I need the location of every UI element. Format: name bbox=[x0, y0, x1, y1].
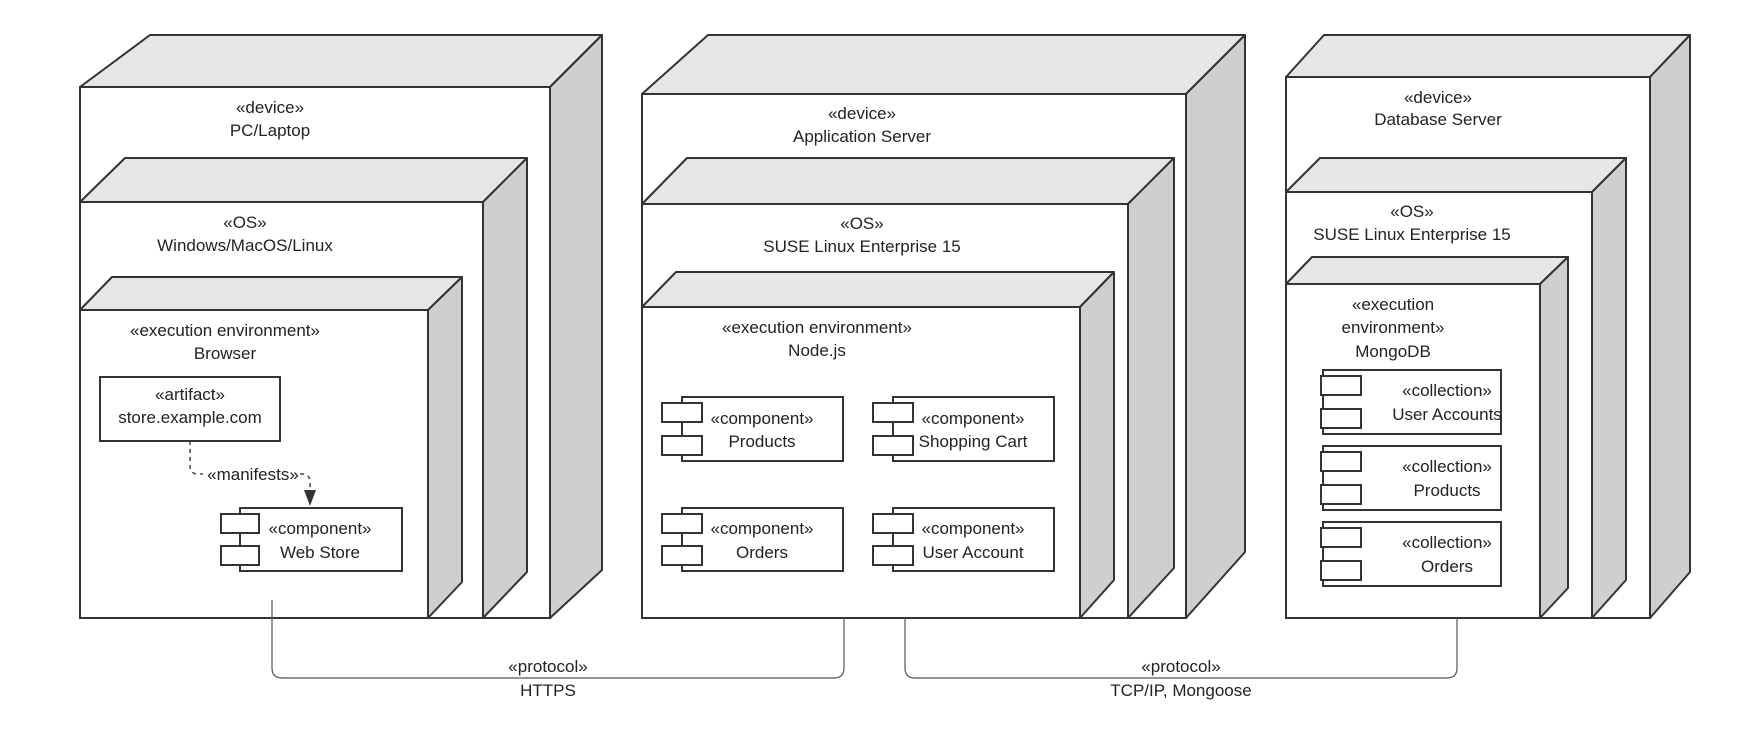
os-name: SUSE Linux Enterprise 15 bbox=[1313, 225, 1511, 244]
os-name: SUSE Linux Enterprise 15 bbox=[763, 237, 961, 256]
collection-products[interactable]: «collection» Products bbox=[1320, 445, 1502, 511]
component-stereotype: «component» bbox=[710, 519, 813, 538]
component-stereotype: «component» bbox=[710, 409, 813, 428]
env-stereotype: «execution environment» bbox=[722, 318, 912, 337]
component-icon bbox=[872, 513, 914, 534]
env-name: Node.js bbox=[788, 341, 846, 360]
env-stereotype-line2: environment» bbox=[1341, 318, 1444, 337]
arrowhead-icon bbox=[304, 490, 316, 506]
component-name: Shopping Cart bbox=[919, 432, 1028, 451]
component-icon bbox=[872, 402, 914, 423]
collection-icon bbox=[1320, 451, 1362, 472]
artifact-name: store.example.com bbox=[118, 408, 262, 427]
component-stereotype: «component» bbox=[921, 409, 1024, 428]
component-icon bbox=[661, 513, 703, 534]
env-name: MongoDB bbox=[1355, 342, 1431, 361]
device-name: Application Server bbox=[793, 127, 931, 146]
connection-tcpip-mongoose[interactable]: «protocol» TCP/IP, Mongoose bbox=[904, 618, 1458, 700]
component-stereotype: «component» bbox=[921, 519, 1024, 538]
collection-icon bbox=[1320, 408, 1362, 429]
component-name: User Account bbox=[922, 543, 1023, 562]
component-orders[interactable]: «component» Orders bbox=[661, 507, 844, 572]
device-name: PC/Laptop bbox=[230, 121, 310, 140]
artifact-stereotype: «artifact» bbox=[155, 385, 225, 404]
connection-name: HTTPS bbox=[520, 681, 576, 700]
collection-orders[interactable]: «collection» Orders bbox=[1320, 521, 1502, 587]
collection-name: Orders bbox=[1421, 557, 1473, 576]
collection-icon bbox=[1320, 375, 1362, 396]
node-application-server[interactable]: «device» Application Server «OS» SUSE Li… bbox=[641, 34, 1246, 619]
env-stereotype-line1: «execution bbox=[1352, 295, 1434, 314]
component-name: Products bbox=[728, 432, 795, 451]
component-icon bbox=[661, 402, 703, 423]
component-icon bbox=[661, 435, 703, 456]
device-stereotype: «device» bbox=[236, 98, 304, 117]
device-stereotype: «device» bbox=[1404, 88, 1472, 107]
component-name: Orders bbox=[736, 543, 788, 562]
component-web-store[interactable]: «component» Web Store bbox=[220, 507, 403, 572]
collection-icon bbox=[1320, 560, 1362, 581]
os-stereotype: «OS» bbox=[1390, 202, 1433, 221]
connection-stereotype: «protocol» bbox=[508, 657, 587, 676]
node-pc-laptop[interactable]: «device» PC/Laptop «OS» Windows/MacOS/Li… bbox=[79, 34, 603, 619]
device-stereotype: «device» bbox=[828, 104, 896, 123]
component-products[interactable]: «component» Products bbox=[661, 396, 844, 462]
collection-icon bbox=[1320, 527, 1362, 548]
os-stereotype: «OS» bbox=[223, 213, 266, 232]
component-name: Web Store bbox=[280, 543, 360, 562]
collection-user-accounts[interactable]: «collection» User Accounts bbox=[1320, 369, 1502, 435]
component-icon bbox=[220, 545, 260, 566]
component-icon bbox=[220, 513, 260, 534]
collection-icon bbox=[1320, 484, 1362, 505]
collection-name: Products bbox=[1413, 481, 1480, 500]
connection-https[interactable]: «protocol» HTTPS bbox=[271, 600, 845, 700]
component-icon bbox=[872, 545, 914, 566]
os-name: Windows/MacOS/Linux bbox=[157, 236, 333, 255]
device-name: Database Server bbox=[1374, 110, 1502, 129]
component-icon bbox=[661, 545, 703, 566]
component-shopping-cart[interactable]: «component» Shopping Cart bbox=[872, 396, 1055, 462]
manifests-label: «manifests» bbox=[207, 465, 299, 484]
collection-stereotype: «collection» bbox=[1402, 381, 1492, 400]
component-stereotype: «component» bbox=[268, 519, 371, 538]
collection-name: User Accounts bbox=[1392, 405, 1502, 424]
collection-stereotype: «collection» bbox=[1402, 457, 1492, 476]
component-icon bbox=[872, 435, 914, 456]
manifests-dependency: «manifests» bbox=[189, 441, 316, 506]
env-name: Browser bbox=[194, 344, 257, 363]
env-stereotype: «execution environment» bbox=[130, 321, 320, 340]
os-stereotype: «OS» bbox=[840, 214, 883, 233]
connection-stereotype: «protocol» bbox=[1141, 657, 1220, 676]
component-user-account[interactable]: «component» User Account bbox=[872, 507, 1055, 572]
node-database-server[interactable]: «device» Database Server «OS» SUSE Linux… bbox=[1285, 34, 1691, 619]
artifact-store-example-com[interactable]: «artifact» store.example.com bbox=[99, 376, 281, 442]
connection-name: TCP/IP, Mongoose bbox=[1110, 681, 1251, 700]
collection-stereotype: «collection» bbox=[1402, 533, 1492, 552]
